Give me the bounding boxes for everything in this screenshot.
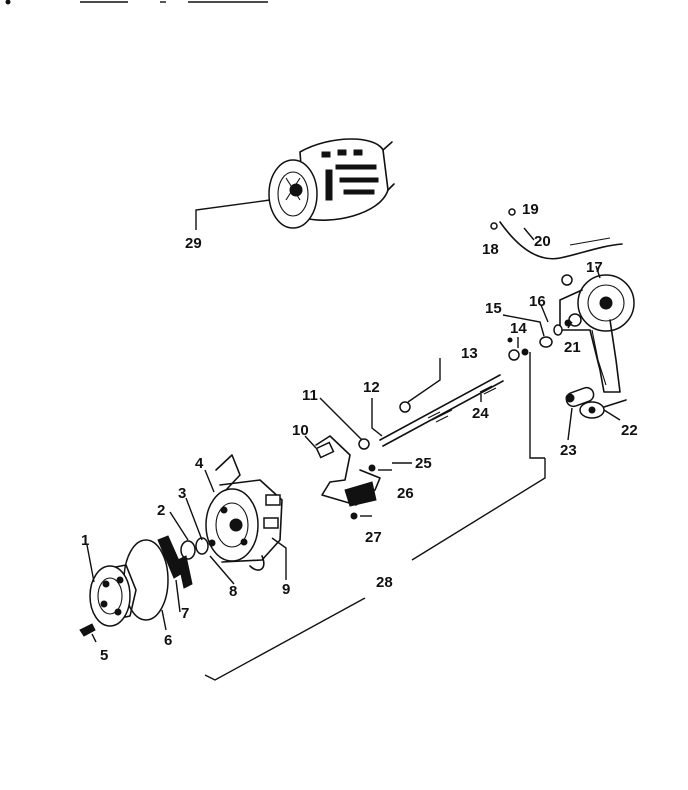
callout-7: 7 [181, 605, 189, 622]
callout-13: 13 [461, 345, 478, 362]
leader-lines [86, 227, 621, 643]
callout-10: 10 [292, 422, 309, 439]
callout-9: 9 [282, 581, 290, 598]
callout-25: 25 [415, 455, 432, 472]
screw-5 [79, 623, 96, 637]
callout-2: 2 [157, 502, 165, 519]
top-edge-marks [5, 0, 268, 5]
callout-3: 3 [178, 485, 186, 502]
callout-19: 19 [522, 201, 539, 218]
callout-27: 27 [365, 529, 382, 546]
callout-4: 4 [195, 455, 204, 472]
hose-20 [499, 221, 623, 260]
callout-1: 1 [81, 532, 89, 549]
motor-assembly [268, 138, 395, 229]
pump-cover [89, 564, 137, 627]
impeller [157, 535, 193, 589]
callout-labels: 1 2 3 4 5 6 7 8 9 10 11 12 13 14 15 16 1… [81, 201, 638, 664]
pump-housing [205, 454, 283, 571]
leader-29 [195, 199, 271, 230]
switch-bracket [315, 435, 381, 520]
callout-20: 20 [534, 233, 551, 250]
callout-23: 23 [560, 442, 577, 459]
bracket-assembly [559, 274, 635, 419]
callout-14: 14 [510, 320, 527, 337]
callout-6: 6 [164, 632, 172, 649]
group-bracket-28 [204, 458, 546, 681]
callout-16: 16 [529, 293, 546, 310]
callout-18: 18 [482, 241, 499, 258]
callout-24: 24 [472, 405, 489, 422]
gasket [123, 539, 169, 621]
callout-26: 26 [397, 485, 414, 502]
callout-21: 21 [564, 339, 581, 356]
callout-17: 17 [586, 259, 603, 276]
callout-11: 11 [302, 387, 318, 404]
callout-5: 5 [100, 647, 108, 664]
callout-22: 22 [621, 422, 638, 439]
callout-29: 29 [185, 235, 202, 252]
callout-15: 15 [485, 300, 502, 317]
callout-8: 8 [229, 583, 237, 600]
callout-12: 12 [363, 379, 380, 396]
small-parts-2-3-8 [180, 537, 216, 560]
callout-28: 28 [376, 574, 393, 591]
shaft-assembly [379, 319, 572, 447]
